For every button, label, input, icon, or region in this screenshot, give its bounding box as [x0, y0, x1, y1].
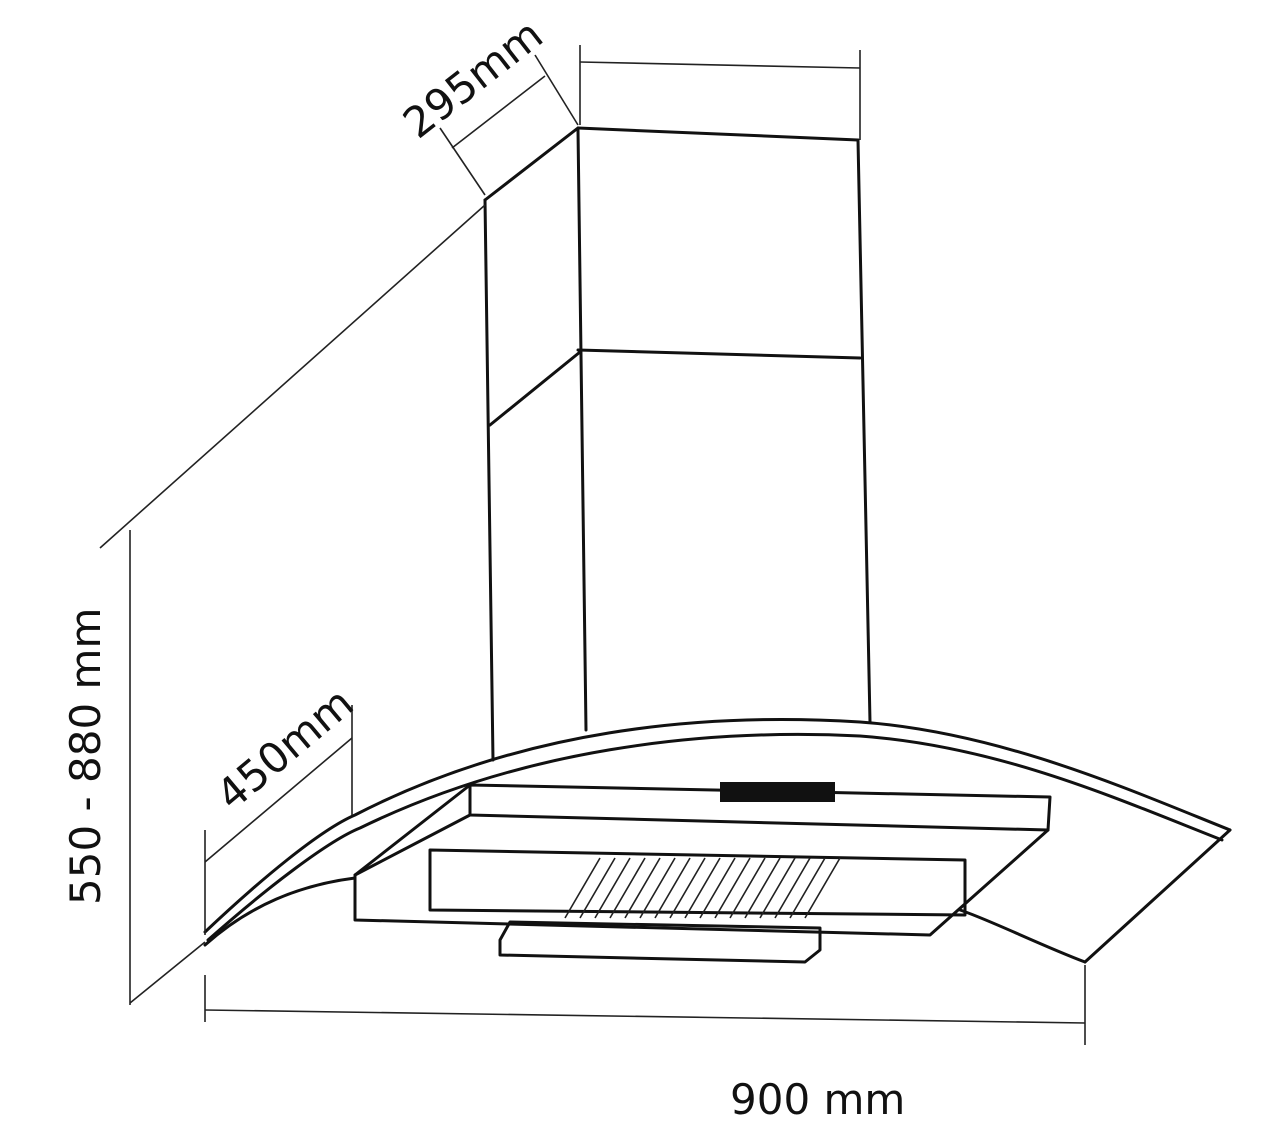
grease-filter-grille [564, 857, 841, 919]
chimney [483, 126, 872, 762]
chimney-depth-dimension: 295mm [394, 10, 579, 196]
chimney-width-dimension [579, 45, 861, 140]
height-range-label: 550 - 880 mm [61, 608, 110, 905]
width-label: 900 mm [730, 1075, 905, 1124]
chimney-depth-label: 295mm [394, 10, 552, 148]
wall-and-height-dimension: 550 - 880 mm [61, 204, 486, 1005]
hood-canopy [203, 718, 1232, 964]
display-panel [720, 782, 835, 802]
width-dimension: 900 mm [204, 965, 1086, 1124]
